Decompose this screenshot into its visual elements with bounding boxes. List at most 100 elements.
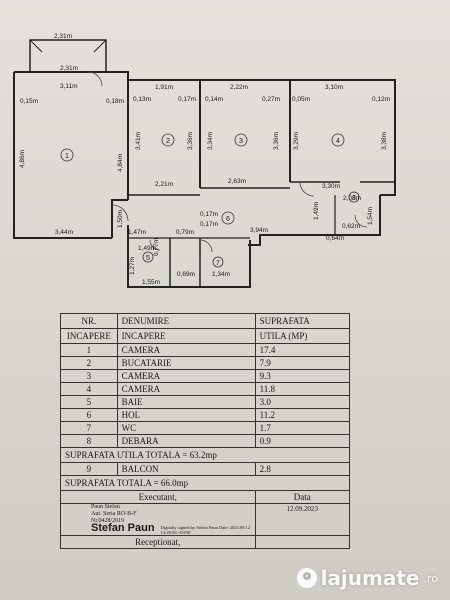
room5-label: 5 <box>146 255 150 262</box>
hol-dim8: 0,62m <box>342 223 360 230</box>
receptionat-row: Receptionat, <box>60 535 351 549</box>
row-area: 7.9 <box>254 356 351 370</box>
header-incapere-nr: INCAPERE <box>60 328 118 344</box>
room4-right-dim: 0,12m <box>372 96 390 103</box>
table-row: 9 BALCON 2.8 <box>60 462 351 476</box>
watermark-logo: lajumate.ro <box>296 566 438 590</box>
room2-label: 2 <box>166 138 170 145</box>
row-nr: 3 <box>60 369 118 383</box>
digital-signature-note: Digitally signed by Stefan Paun Date: 20… <box>160 525 251 535</box>
hol-dim9: 0,64m <box>326 235 344 242</box>
room4-side2-dim: 3,29m <box>293 132 300 150</box>
room4-label: 4 <box>336 138 340 145</box>
row-area: 0.9 <box>254 434 351 448</box>
row-nr: 6 <box>60 408 118 422</box>
row-area: 11.8 <box>254 382 351 396</box>
total-area: SUPRAFATA TOTALA = 66.0mp <box>60 475 350 491</box>
wall-017-dim: 0,17m <box>178 96 196 103</box>
room8-label: 8 <box>352 195 356 202</box>
room1-height-dim: 4,86m <box>19 150 26 168</box>
balcony-inner: 2,31m <box>60 65 78 72</box>
hol-dim4: 0,79m <box>176 229 194 236</box>
room3-right-dim: 3,34m <box>207 132 214 150</box>
watermark-suffix: .ro <box>423 571 438 585</box>
row-nr: 2 <box>60 356 118 370</box>
stamp-line1: Paun Stefan <box>91 504 120 510</box>
room5-dim-c: 1,27m <box>129 257 136 275</box>
room4-bottom-dim: 3,30m <box>322 183 340 190</box>
wall-005-dim: 0,05m <box>292 96 310 103</box>
row-room-name: DEBARA <box>116 434 256 448</box>
receptionat-blank <box>254 535 351 549</box>
row-area: 3.0 <box>254 395 351 409</box>
row-nr: 4 <box>60 382 118 396</box>
row-room-name: WC <box>116 421 256 435</box>
row-area: 9.3 <box>254 369 351 383</box>
room1-right-dim: 4,84m <box>117 154 124 172</box>
hol-dim2: 3,94m <box>250 227 268 234</box>
room3-side-dim: 3,36m <box>187 132 194 150</box>
stamp-line3: Nr.0428/2019 <box>91 518 125 524</box>
room1-label: 1 <box>65 153 69 160</box>
table-row: 6 HOL 11.2 <box>60 408 351 422</box>
signature-label-row: Executant, Data <box>60 490 351 504</box>
total-useful-area: SUPRAFATA UTILA TOTALA = 63.2mp <box>60 447 350 463</box>
balcony-width: 2,31m <box>54 33 72 40</box>
row-room-name: BAIE <box>116 395 256 409</box>
row-nr: 9 <box>60 462 118 476</box>
hol-dim6: 2,03m <box>343 195 361 202</box>
total-area-row: SUPRAFATA TOTALA = 66.0mp <box>60 475 350 491</box>
table-row: 2 BUCATARIE 7.9 <box>60 356 351 370</box>
row-nr: 8 <box>60 434 118 448</box>
header-utila: UTILA (mp) <box>254 328 351 344</box>
wall-018-dim: 0,18m <box>106 98 124 105</box>
header-denumire: DENUMIRE <box>116 313 256 329</box>
room4-far-dim: 3,38m <box>381 132 388 150</box>
room2-top-dim: 1,91m <box>155 84 173 91</box>
hol-dim1: 0,17m <box>200 211 218 218</box>
floor-plan: 2,31m 2,31m 3,11m 0,15m 4,86m 4,84m 3,44… <box>13 33 396 288</box>
hol-dim3: 1,50m <box>117 210 124 228</box>
room1-bottom-dim: 3,44m <box>55 229 73 236</box>
area-table: NR. DENUMIRE SUPRAFATA INCAPERE INCAPERE… <box>60 313 351 549</box>
signature-stamp: Paun Stefan Aut. Seria RO-B-F Nr.0428/20… <box>60 503 256 536</box>
row-area: 1.7 <box>254 421 351 435</box>
room4-top-dim: 3,10m <box>325 84 343 91</box>
table-row: 1 CAMERA 17.4 <box>60 343 351 357</box>
room5-dim-e: 0,77m <box>153 238 160 256</box>
room2-side-dim: 3,41m <box>135 132 142 150</box>
row-area: 17.4 <box>254 343 351 357</box>
room3-top-dim: 2,22m <box>230 84 248 91</box>
hol-label: 6 <box>226 216 230 223</box>
table-row: 3 CAMERA 9.3 <box>60 369 351 383</box>
hol-dim5: 0,17m <box>200 221 218 228</box>
room4-side-dim: 3,36m <box>273 132 280 150</box>
header-incapere-name: INCAPERE <box>116 328 256 344</box>
executant-label: Executant, <box>60 490 256 504</box>
date-value: 12.09.2023 <box>254 503 351 536</box>
row-nr: 1 <box>60 343 118 357</box>
room7-dim-a: 0,69m <box>177 271 195 278</box>
row-room-name: BUCATARIE <box>116 356 256 370</box>
row-nr: 7 <box>60 421 118 435</box>
room2-left-dim: 0,13m <box>133 96 151 103</box>
area-table-container: NR. DENUMIRE SUPRAFATA INCAPERE INCAPERE… <box>60 313 351 600</box>
table-header-row: NR. DENUMIRE SUPRAFATA <box>60 313 351 329</box>
date-label: Data <box>254 490 351 504</box>
room3-bottom-dim: 2,63m <box>228 178 246 185</box>
signature-row: Paun Stefan Aut. Seria RO-B-F Nr.0428/20… <box>60 503 351 536</box>
wall-027-dim: 0,27m <box>262 96 280 103</box>
header-nr: NR. <box>60 313 118 329</box>
total-useful-row: SUPRAFATA UTILA TOTALA = 63.2mp <box>60 447 350 463</box>
room5-dim-d: 1,55m <box>142 279 160 286</box>
row-room-name: CAMERA <box>116 343 256 357</box>
header-suprafata: SUPRAFATA <box>254 313 351 329</box>
room1-left-dim: 0,15m <box>20 98 38 105</box>
room5-dim-a: 1,47m <box>128 229 146 236</box>
stamp-name: Stefan Paun <box>91 522 155 534</box>
room8-dim-a: 1,54m <box>367 207 374 225</box>
room7-dim-b: 1,34m <box>212 271 230 278</box>
hol-dim7: 1,49m <box>313 202 320 220</box>
room1-top-dim: 3,11m <box>60 83 78 90</box>
